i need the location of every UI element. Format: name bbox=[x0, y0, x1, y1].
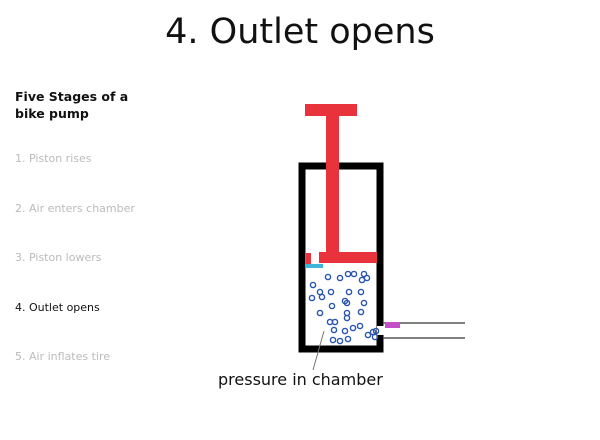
pressure-label: pressure in chamber bbox=[218, 370, 383, 389]
air-molecule bbox=[318, 293, 326, 301]
stage-2: 2. Air enters chamber bbox=[15, 202, 135, 215]
air-molecule bbox=[331, 318, 339, 326]
air-molecule bbox=[360, 270, 368, 278]
piston-left-seal bbox=[306, 253, 311, 264]
piston-rod bbox=[326, 104, 339, 260]
piston-head bbox=[319, 252, 377, 263]
air-molecule bbox=[330, 326, 338, 334]
air-molecule bbox=[309, 281, 317, 289]
outlet-gap bbox=[377, 326, 385, 335]
air-molecule bbox=[329, 336, 337, 344]
air-molecules bbox=[308, 270, 380, 345]
air-molecule bbox=[372, 327, 380, 335]
air-molecule bbox=[345, 288, 353, 296]
stage-5: 5. Air inflates tire bbox=[15, 350, 111, 363]
stage-3: 3. Piston lowers bbox=[15, 251, 102, 264]
air-molecule bbox=[344, 270, 352, 278]
air-molecule bbox=[328, 302, 336, 310]
air-molecule bbox=[343, 299, 351, 307]
slide-title: 4. Outlet opens bbox=[165, 12, 435, 52]
air-molecule bbox=[358, 276, 366, 284]
air-molecule bbox=[336, 337, 344, 345]
air-molecule bbox=[316, 309, 324, 317]
air-molecule bbox=[344, 335, 352, 343]
air-molecule bbox=[336, 274, 344, 282]
inlet-valve bbox=[305, 264, 323, 268]
air-molecule bbox=[349, 324, 357, 332]
air-molecule bbox=[308, 294, 316, 302]
outlet-valve bbox=[385, 322, 400, 328]
air-molecule bbox=[327, 288, 335, 296]
air-molecule bbox=[360, 299, 368, 307]
air-molecule bbox=[357, 308, 365, 316]
air-molecule bbox=[343, 314, 351, 322]
air-molecule bbox=[371, 333, 379, 341]
air-molecule bbox=[356, 322, 364, 330]
sidebar-heading: Five Stages of a bike pump bbox=[15, 89, 129, 121]
air-molecule bbox=[341, 327, 349, 335]
stage-4: 4. Outlet opens bbox=[15, 301, 100, 314]
label-pointer bbox=[312, 330, 325, 371]
air-molecule bbox=[324, 273, 332, 281]
chamber-wall bbox=[298, 162, 384, 353]
stage-1: 1. Piston rises bbox=[15, 152, 92, 165]
air-molecule bbox=[357, 288, 365, 296]
air-molecule bbox=[350, 270, 358, 278]
air-molecule bbox=[364, 331, 372, 339]
